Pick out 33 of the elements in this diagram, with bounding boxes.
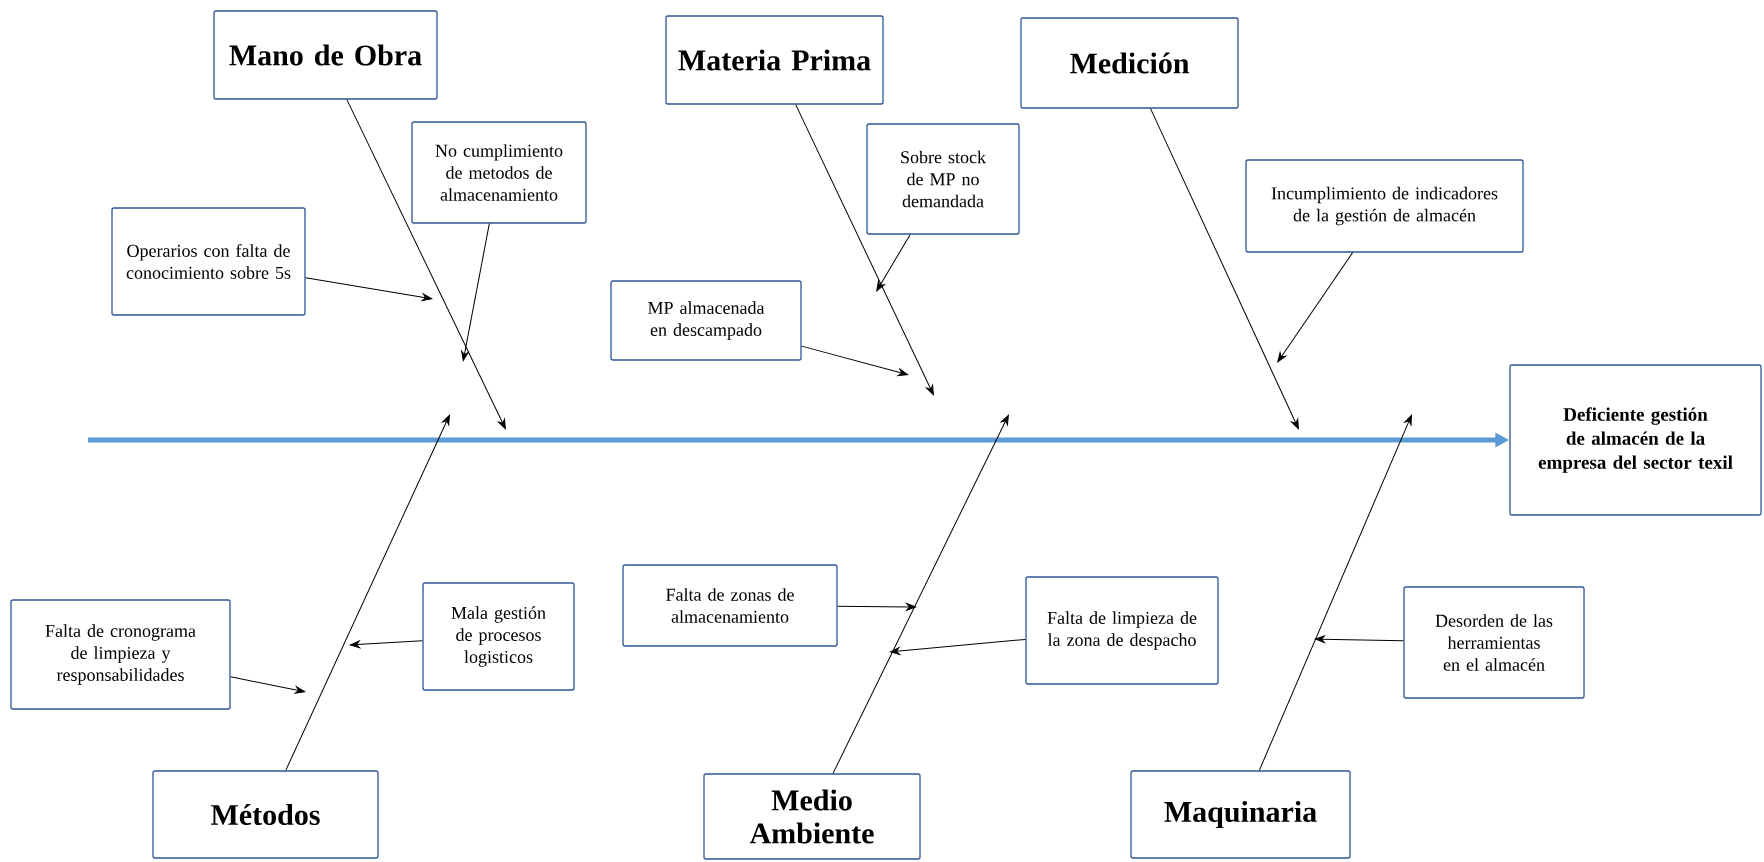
- arrow: [1277, 252, 1354, 363]
- category-box: Medio Ambiente: [703, 773, 921, 860]
- arrow: [349, 640, 423, 649]
- arrow: [346, 99, 506, 430]
- effect-box: Deficiente gestión de almacén de la empresa del sector texil: [1509, 364, 1762, 516]
- arrow: [889, 638, 1026, 655]
- category-box: Materia Prima: [665, 15, 884, 105]
- cause-box: Falta de limpieza de la zona de despacho: [1025, 576, 1219, 685]
- cause-box: Mala gestión de procesos logisticos: [422, 582, 575, 691]
- arrow: [795, 104, 934, 396]
- cause-box: Desorden de las herramientas en el almacén: [1403, 586, 1585, 699]
- category-box: Mano de Obra: [213, 10, 438, 100]
- cause-box: Incumplimiento de indicadores de la gestión de almacén: [1245, 159, 1524, 253]
- arrow: [1314, 635, 1404, 644]
- cause-box: Sobre stock de MP no demandada: [866, 123, 1020, 235]
- category-box: Medición: [1020, 17, 1239, 109]
- cause-box: Falta de zonas de almacenamiento: [622, 564, 838, 647]
- arrow: [285, 414, 450, 771]
- arrow: [1150, 108, 1299, 430]
- arrow: [832, 414, 1009, 774]
- cause-box: No cumplimiento de metodos de almacenamiento: [411, 121, 587, 224]
- category-box: Maquinaria: [1130, 770, 1351, 859]
- cause-box: MP almacenada en descampado: [610, 280, 802, 361]
- arrow: [1258, 414, 1412, 771]
- cause-box: Operarios con falta de conocimiento sobre 5s: [111, 207, 306, 316]
- arrow: [801, 345, 909, 377]
- arrow: [876, 234, 911, 292]
- arrow: [305, 277, 433, 302]
- arrow: [837, 603, 917, 611]
- cause-box: Falta de cronograma de limpieza y responsabilidades: [10, 599, 231, 710]
- arrow: [461, 223, 490, 362]
- arrow: [230, 676, 306, 694]
- category-box: Métodos: [152, 770, 379, 859]
